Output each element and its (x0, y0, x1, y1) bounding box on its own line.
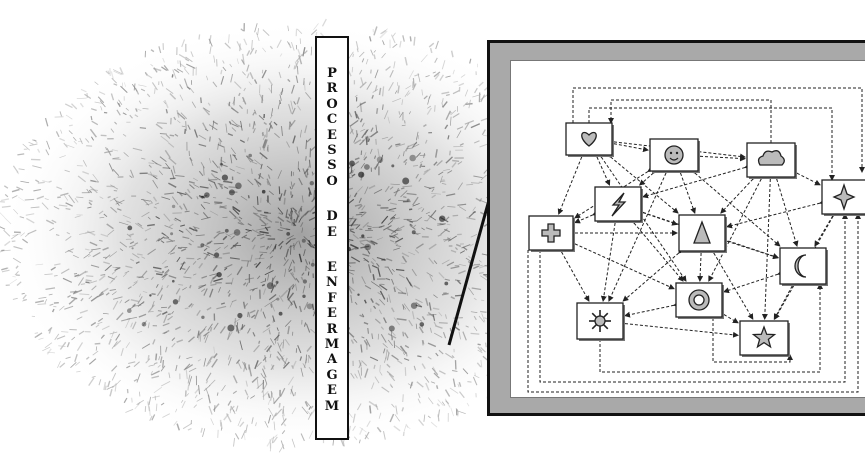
routing-arrow (527, 213, 861, 393)
title-letter: C (326, 112, 338, 128)
title-letter: E (327, 127, 337, 143)
node-sparkle (821, 179, 865, 216)
title-letter: P (327, 66, 337, 81)
link-arrow-heart-smiley (608, 139, 649, 153)
link-arrow-moon-donut (723, 269, 784, 294)
moon-icon (794, 254, 807, 278)
link-arrow-triangle-donut (697, 247, 705, 282)
title-letter: O (326, 96, 338, 112)
title-letter: S (327, 158, 337, 174)
title-letter: G (326, 367, 338, 383)
node-moon (779, 247, 828, 286)
title-letter: E (327, 260, 337, 275)
routing-arrow (539, 213, 848, 383)
cross-icon (541, 223, 561, 243)
lightning-icon (611, 192, 627, 217)
link-arrow-cloud-moon (772, 173, 799, 247)
smiley-icon (664, 145, 684, 165)
link-arrow-sun-star (619, 320, 739, 338)
node-lightning (594, 186, 643, 223)
title-letter: N (326, 275, 338, 291)
title-letter: M (324, 398, 340, 414)
title-letter: D (326, 209, 338, 225)
link-arrow-triangle-sun (622, 247, 685, 302)
title-letter: R (326, 81, 338, 97)
node-heart (565, 122, 614, 157)
routing-arrow (599, 283, 823, 373)
node-donut (675, 282, 724, 319)
link-arrow-cloud-triangle (720, 173, 759, 214)
title-letter: O (326, 173, 338, 189)
sparkle-star-icon (832, 182, 856, 212)
connector-line (447, 199, 491, 346)
link-arrow-cloud-star (761, 173, 774, 320)
title-letter: M (324, 337, 340, 352)
node-star (739, 320, 790, 357)
routing-arrow (572, 87, 865, 173)
routing-arrow (588, 107, 835, 181)
title-letter: A (326, 352, 338, 368)
title-letter: E (327, 224, 337, 240)
link-arrow-lightning-cross (574, 210, 599, 224)
link-arrow-heart-cross (557, 151, 587, 215)
link-arrow-cross-sun (556, 246, 590, 302)
title-letter: E (327, 306, 337, 322)
sun-icon (589, 310, 611, 332)
node-sun (576, 302, 625, 341)
link-arrow-cloud-lightning (642, 163, 751, 199)
link-arrow-sparkle-triangle (726, 198, 826, 229)
node-smiley (649, 138, 700, 173)
routing-arrow (608, 99, 772, 143)
link-arrow-moon-star (773, 280, 798, 320)
link-arrow-smiley-lightning (638, 167, 660, 186)
title-letter: E (327, 383, 337, 399)
link-arrow-cloud-sparkle (791, 168, 821, 186)
link-arrow-smiley-triangle (675, 167, 696, 214)
node-cross (528, 215, 575, 252)
cloud-icon (757, 150, 785, 166)
link-arrow-donut-sun (624, 301, 680, 318)
routing-arrow (712, 318, 793, 363)
star-icon (751, 325, 777, 349)
donut-icon (688, 289, 710, 311)
link-arrow-sparkle-moon (814, 210, 838, 247)
title-letter: S (327, 143, 337, 158)
link-arrow-lightning-sun (600, 217, 619, 302)
link-arrow-donut-star (718, 309, 739, 324)
node-triangle (678, 214, 727, 253)
node-cloud (746, 142, 797, 179)
link-arrow-lightning-donut (628, 217, 684, 282)
link-arrow-heart-lightning (592, 151, 611, 186)
heart-icon (581, 131, 597, 147)
title-letter: F (327, 290, 337, 306)
title-letter: R (326, 321, 338, 337)
link-arrow-smiley-cloud (694, 153, 746, 162)
triangle-icon (693, 220, 711, 244)
